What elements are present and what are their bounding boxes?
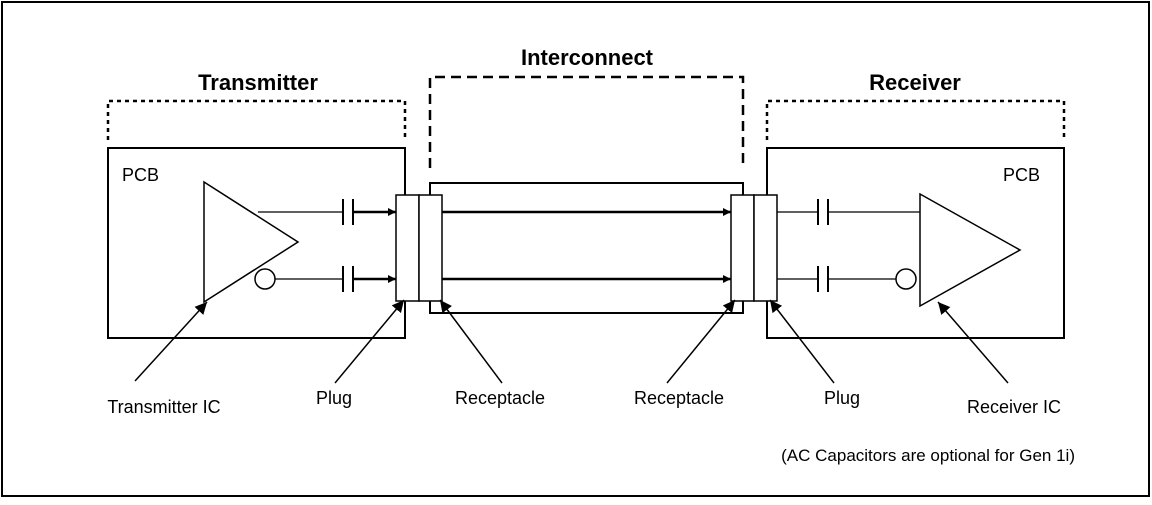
receiver-signal-lines xyxy=(777,199,920,292)
callout-arrows xyxy=(134,299,1009,384)
receptacle-left-arrow xyxy=(439,299,503,384)
plug-left-arrow xyxy=(334,299,405,384)
transmitter-pcb xyxy=(107,147,406,339)
interconnect-cable xyxy=(429,182,744,314)
transmitter-title: Transmitter xyxy=(198,70,318,95)
right-receptacle xyxy=(730,194,755,302)
interconnect-signal-lines xyxy=(442,208,731,283)
transmitter-bracket xyxy=(106,99,407,140)
inverting-input-bubble xyxy=(895,268,917,290)
outer-frame xyxy=(1,1,1150,497)
left-receptacle xyxy=(418,194,443,302)
transmitter-pcb-label: PCB xyxy=(122,165,159,185)
receiver-pcb xyxy=(766,147,1065,339)
transmitter-amplifier-symbol xyxy=(203,180,300,304)
transmitter-ic xyxy=(203,180,300,304)
interconnect-title: Interconnect xyxy=(521,45,654,70)
receptacle-right-label: Receptacle xyxy=(634,388,724,408)
plug-right-arrow xyxy=(769,299,835,384)
receiver-bracket xyxy=(765,99,1066,140)
right-plug xyxy=(753,194,778,302)
transmitter-ic-label: Transmitter IC xyxy=(107,397,220,417)
receptacle-left-label: Receptacle xyxy=(455,388,545,408)
receiver-pcb-label: PCB xyxy=(1003,165,1040,185)
receiver-ic-arrow xyxy=(937,301,1009,384)
receiver-ic xyxy=(895,192,1022,308)
receiver-ic-label: Receiver IC xyxy=(967,397,1061,417)
transmitter-signal-lines xyxy=(258,199,396,292)
ac-capacitor-note: (AC Capacitors are optional for Gen 1i) xyxy=(781,446,1075,465)
plug-left-label: Plug xyxy=(316,388,352,408)
inverting-output-bubble xyxy=(254,268,276,290)
left-plug xyxy=(395,194,420,302)
plug-right-label: Plug xyxy=(824,388,860,408)
receiver-title: Receiver xyxy=(869,70,961,95)
interconnect-bracket xyxy=(428,75,745,168)
receptacle-right-arrow xyxy=(666,299,736,384)
receiver-amplifier-symbol xyxy=(919,192,1022,308)
transmitter-ic-arrow xyxy=(134,301,208,382)
